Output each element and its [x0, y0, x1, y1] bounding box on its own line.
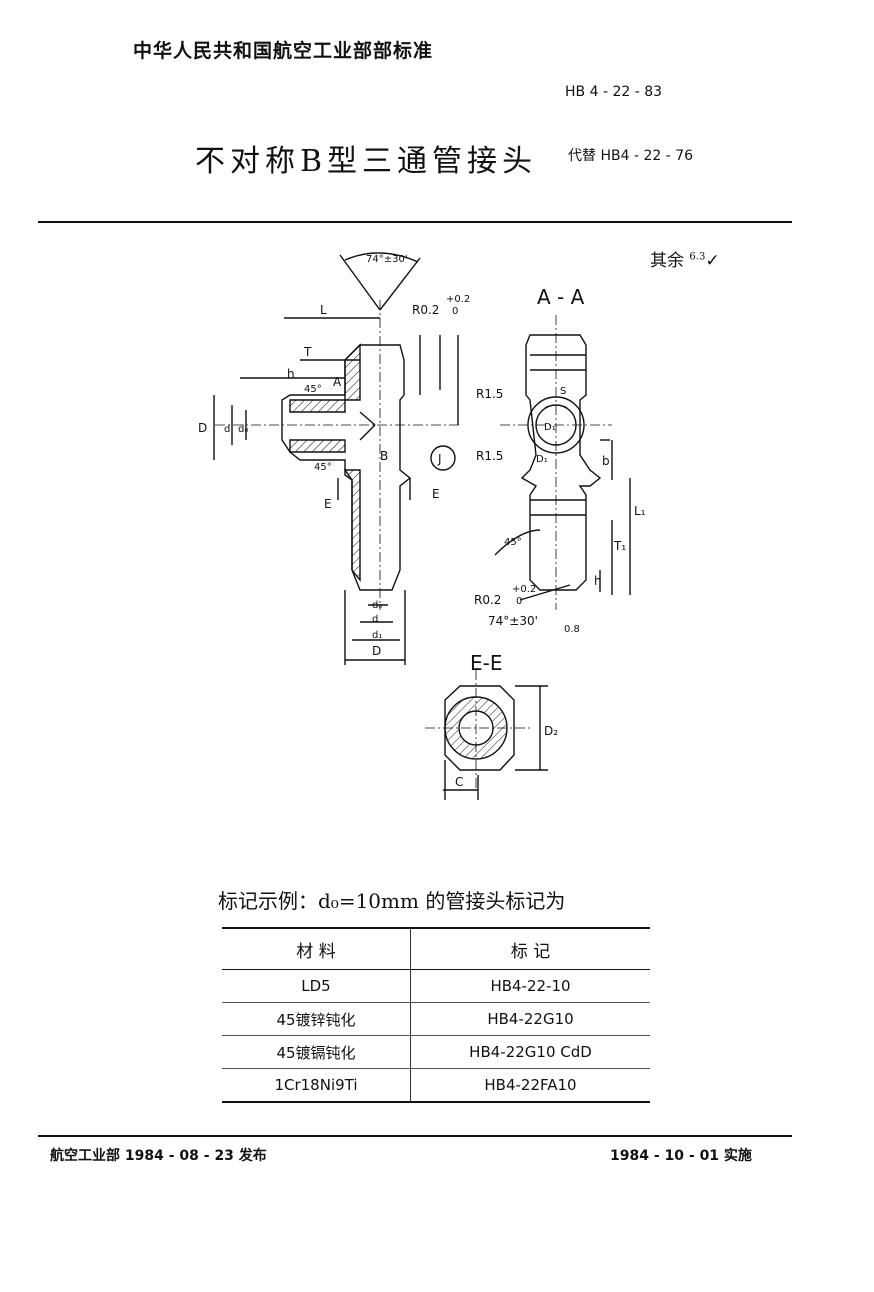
table-row: 1Cr18Ni9Ti HB4-22FA10 — [222, 1068, 650, 1103]
section-mark-a: A — [333, 375, 342, 389]
dim-l1: L₁ — [634, 504, 646, 518]
detail-mark-j: J — [437, 452, 442, 466]
dim-d-outer: D — [372, 644, 381, 658]
issue-date: 航空工业部 1984 - 08 - 23 发布 — [50, 1148, 267, 1164]
footer-rule — [38, 1135, 792, 1137]
dim-h-aa: h — [594, 574, 602, 588]
table-row: 45镀锌钝化 HB4-22G10 — [222, 1002, 650, 1036]
roughness-value: 6.3 — [689, 251, 706, 263]
front-view — [213, 252, 460, 665]
roughness-note: 其余 6.3✓ — [650, 246, 720, 271]
marking-cell: HB4-22G10 — [410, 1002, 650, 1036]
dim-d2: D₂ — [544, 724, 558, 738]
material-cell: 45镀锌钝化 — [222, 1002, 411, 1036]
dim-h: h — [287, 367, 295, 381]
dim-d1-aa-lower: D₁ — [536, 454, 548, 465]
section-aa-label: A - A — [537, 285, 585, 309]
header-marking: 标 记 — [410, 927, 650, 970]
marking-example: 标记示例：d₀=10mm 的管接头标记为 — [218, 889, 566, 913]
marking-cell: HB4-22-10 — [410, 969, 650, 1003]
table-header-row: 材 料 标 记 — [222, 927, 650, 970]
radius-tolerance-zero: 0 — [452, 306, 458, 317]
dim-d1-aa: D₁ — [544, 422, 556, 433]
roughness-08: 0.8 — [564, 624, 580, 635]
radius-r02: R0.2 — [412, 303, 439, 317]
section-mark-e-right: E — [432, 487, 440, 501]
material-cell: LD5 — [222, 969, 411, 1003]
marking-cell: HB4-22G10 CdD — [410, 1035, 650, 1069]
chamfer-angle-top: 45° — [304, 384, 322, 395]
roughness-symbol-icon: ✓ — [705, 251, 720, 271]
material-cell: 1Cr18Ni9Ti — [222, 1068, 411, 1103]
standard-number: HB 4 - 22 - 83 — [565, 84, 663, 100]
dim-t1: T₁ — [613, 539, 626, 553]
marking-cell: HB4-22FA10 — [410, 1068, 650, 1103]
chamfer-angle-bottom: 45° — [314, 462, 332, 473]
section-ee-label: E-E — [470, 651, 503, 675]
replaces-standard: 代替 HB4 - 22 - 76 — [568, 148, 694, 164]
dim-b: b — [602, 454, 610, 468]
dim-s: S — [560, 386, 566, 397]
dim-d-small: d — [224, 424, 230, 435]
radius-r02-aa: R0.2 — [474, 593, 501, 607]
chamfer-angle-aa: 45° — [504, 537, 522, 548]
radius-r15-top: R1.5 — [476, 387, 503, 401]
radius-r15-bottom: R1.5 — [476, 449, 503, 463]
header-rule — [38, 221, 792, 223]
marking-table: 材 料 标 记 LD5 HB4-22-10 45镀锌钝化 HB4-22G10 4… — [222, 927, 650, 1103]
table-row: LD5 HB4-22-10 — [222, 969, 650, 1003]
section-mark-e-left: E — [324, 497, 332, 511]
cone-angle-aa: 74°±30' — [488, 614, 538, 628]
dim-t: T — [303, 345, 312, 359]
section-aa-view — [494, 315, 631, 610]
dim-d-bottom: d — [372, 614, 378, 625]
dim-d: D — [198, 421, 207, 435]
header-material: 材 料 — [222, 927, 411, 970]
section-ee-view — [425, 670, 548, 800]
dim-l: L — [320, 303, 327, 317]
issuing-organization: 中华人民共和国航空工业部部标准 — [133, 40, 434, 62]
dim-c: C — [455, 775, 463, 789]
dim-d0: d₀ — [372, 600, 382, 611]
radius-tolerance: +0.2 — [446, 294, 470, 305]
dim-d0-side: d₀ — [238, 424, 248, 435]
table-row: 45镀镉钝化 HB4-22G10 CdD — [222, 1035, 650, 1069]
section-mark-b: B — [380, 449, 388, 463]
document-title: 不对称B型三通管接头 — [195, 144, 538, 179]
dim-d1: d₁ — [372, 630, 382, 641]
material-cell: 45镀镉钝化 — [222, 1035, 411, 1069]
radius-tolerance-zero-aa: 0 — [516, 596, 522, 607]
effective-date: 1984 - 10 - 01 实施 — [610, 1148, 752, 1164]
cone-angle-front: 74°±30' — [366, 254, 408, 265]
radius-tolerance-aa: +0.2 — [512, 584, 536, 595]
roughness-label: 其余 — [650, 251, 684, 271]
